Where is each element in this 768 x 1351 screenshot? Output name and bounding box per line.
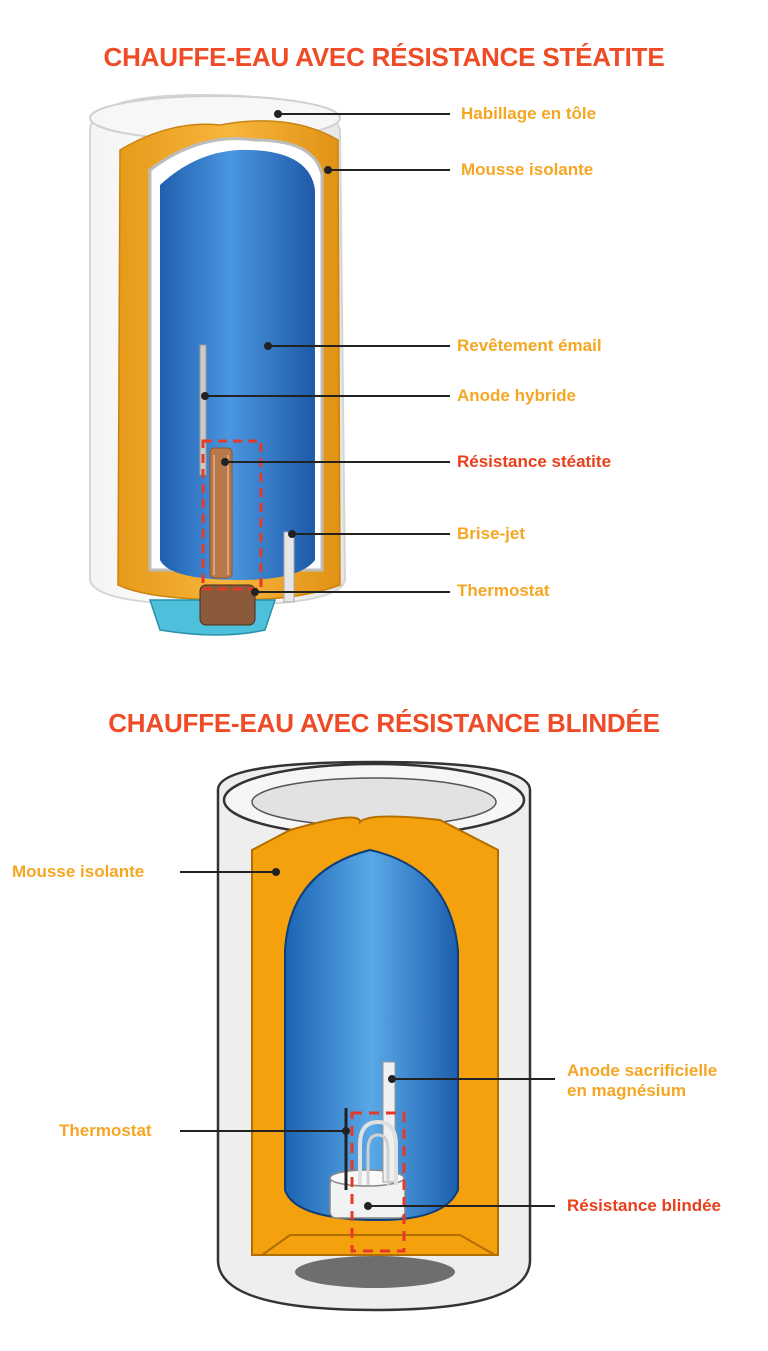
label-thermostat-1: Thermostat [457, 581, 550, 600]
label-revetement: Revêtement émail [457, 336, 602, 355]
blindee-dashed-box [350, 1111, 406, 1253]
steatite-title: CHAUFFE-EAU AVEC RÉSISTANCE STÉATITE [103, 42, 665, 72]
thermostat-block [199, 584, 256, 626]
label-resistance-steatite: Résistance stéatite [457, 452, 612, 471]
enamel-tank [160, 149, 315, 580]
label-thermostat-2: Thermostat [59, 1121, 152, 1140]
label-mousse-2: Mousse isolante [12, 862, 145, 881]
label-habillage: Habillage en tôle [461, 104, 597, 123]
label-mousse-1: Mousse isolante [461, 160, 594, 179]
steatite-dashed-box [201, 439, 263, 591]
label-brise-jet: Brise-jet [457, 524, 526, 543]
tank-2 [284, 848, 459, 1222]
steatite-element [209, 447, 233, 579]
label-anode-hybride: Anode hybride [457, 386, 577, 405]
armored-element [358, 1119, 398, 1185]
label-anode-sacrificielle: Anode sacrificielle en magnésium [567, 1061, 718, 1100]
steatite-heater-diagram [89, 93, 450, 636]
blindee-heater-diagram [180, 760, 555, 1312]
label-resistance-blindee: Résistance blindée [567, 1196, 722, 1215]
blindee-title: CHAUFFE-EAU AVEC RÉSISTANCE BLINDÉE [108, 708, 660, 738]
